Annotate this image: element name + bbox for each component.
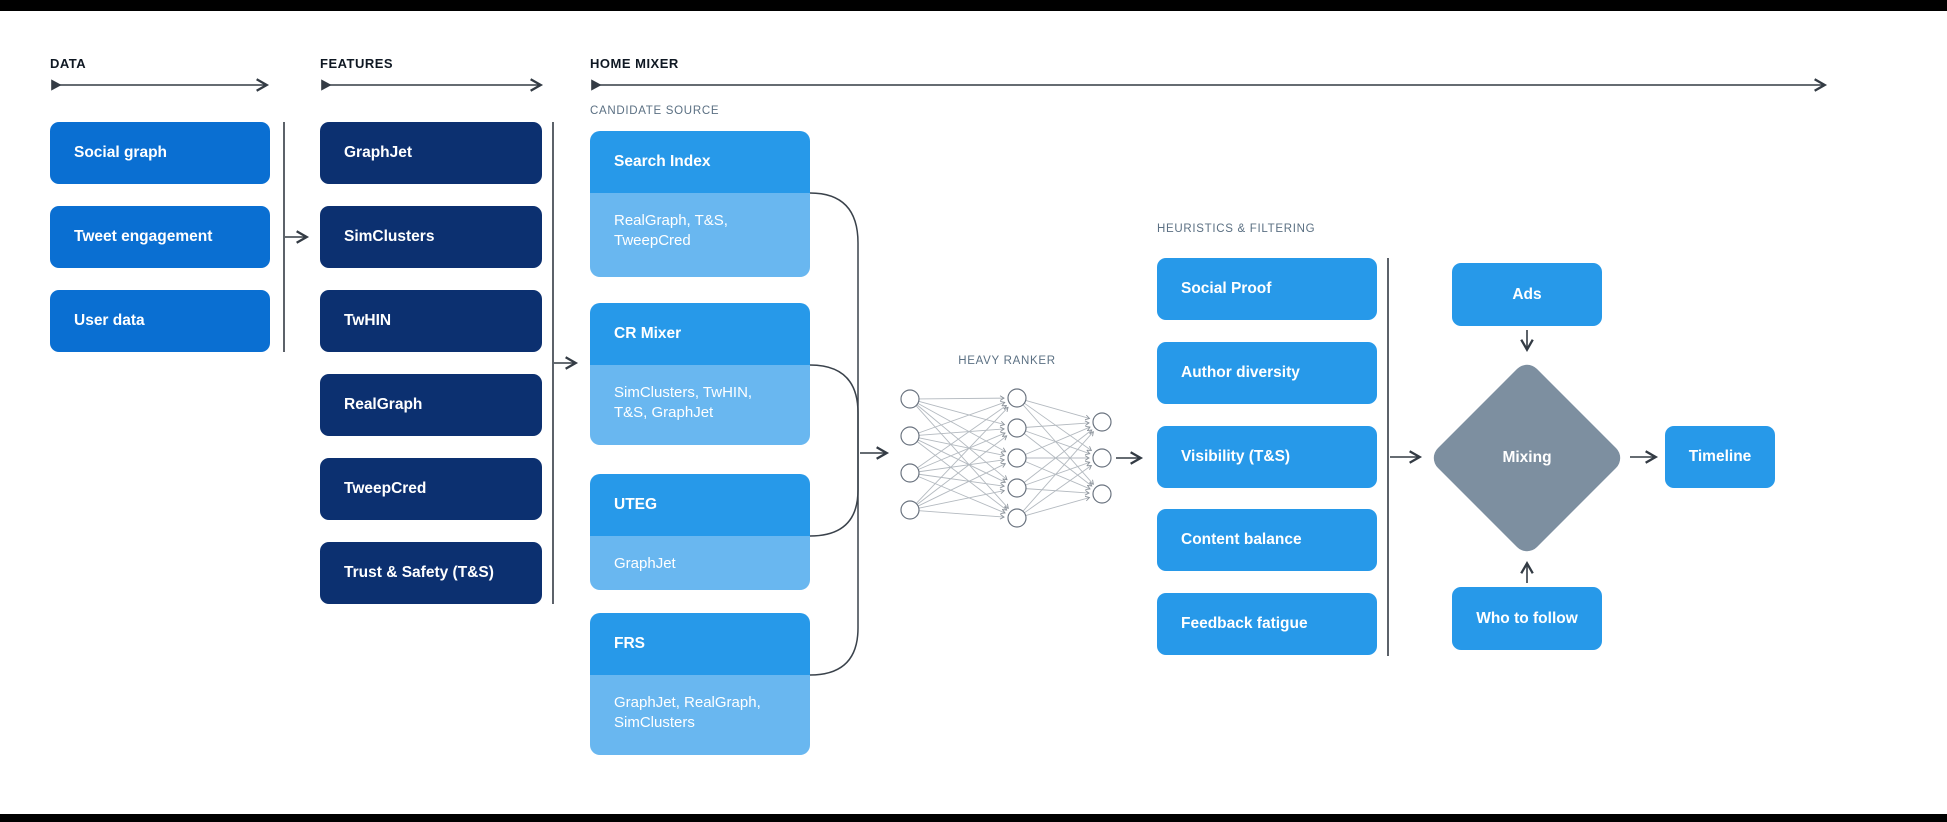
candidate-stack-cr-mixer: CR Mixer SimClusters, TwHIN, T&S, GraphJ… — [590, 303, 810, 445]
box-label: Tweet engagement — [74, 228, 213, 245]
heavy-ranker-label: HEAVY RANKER — [958, 355, 1056, 367]
candidate-title: Search Index — [590, 131, 810, 193]
bottom-black-bar — [0, 814, 1947, 822]
candidate-sources: SimClusters, TwHIN, T&S, GraphJet — [590, 365, 810, 445]
box-label: FRS — [614, 635, 645, 652]
box-label: Social graph — [74, 144, 168, 161]
box-label: Feedback fatigue — [1181, 615, 1308, 632]
data-box-social-graph: Social graph — [50, 122, 270, 184]
filter-box-social-proof: Social Proof — [1157, 258, 1377, 320]
filter-box-content-balance: Content balance — [1157, 509, 1377, 571]
feature-box-trust-safety: Trust & Safety (T&S) — [320, 542, 542, 604]
box-label: Ads — [1512, 285, 1542, 303]
section-header-features: FEATURES — [320, 56, 394, 71]
candidate-sources: GraphJet, RealGraph, SimClusters — [590, 675, 810, 755]
filter-box-feedback-fatigue: Feedback fatigue — [1157, 593, 1377, 655]
ads-box: Ads — [1452, 263, 1602, 326]
mixing-diamond: Mixing — [1428, 359, 1626, 557]
timeline-box: Timeline — [1665, 426, 1775, 488]
candidate-title: UTEG — [590, 474, 810, 536]
candidates-merge-connector — [809, 192, 859, 676]
box-label: Mixing — [1502, 449, 1552, 466]
candidate-title: CR Mixer — [590, 303, 810, 365]
section-header-data: DATA — [50, 56, 87, 71]
filter-box-visibility: Visibility (T&S) — [1157, 426, 1377, 488]
box-label: Search Index — [614, 153, 711, 170]
box-label: SimClusters — [344, 228, 435, 245]
box-label: Author diversity — [1181, 364, 1300, 381]
box-label: Social Proof — [1181, 280, 1272, 297]
box-label: UTEG — [614, 496, 658, 513]
section-header-home-mixer: HOME MIXER — [590, 56, 679, 71]
box-label: RealGraph — [344, 396, 423, 413]
top-black-bar — [0, 0, 1947, 11]
box-label: Who to follow — [1476, 609, 1578, 627]
candidate-source-label: CANDIDATE SOURCE — [590, 105, 720, 117]
feature-box-realgraph: RealGraph — [320, 374, 542, 436]
box-label: TweepCred — [344, 480, 427, 497]
feature-box-tweepcred: TweepCred — [320, 458, 542, 520]
feature-box-twhin: TwHIN — [320, 290, 542, 352]
candidate-sources: RealGraph, T&S, TweepCred — [590, 193, 810, 277]
data-box-tweet-engagement: Tweet engagement — [50, 206, 270, 268]
candidate-stack-uteg: UTEG GraphJet — [590, 474, 810, 590]
box-label: Trust & Safety (T&S) — [344, 564, 494, 581]
who-to-follow-box: Who to follow — [1452, 587, 1602, 650]
box-label: CR Mixer — [614, 325, 682, 342]
filter-box-author-diversity: Author diversity — [1157, 342, 1377, 404]
heuristics-filtering-label: HEURISTICS & FILTERING — [1157, 223, 1316, 235]
box-label: Timeline — [1688, 448, 1752, 465]
box-label: Visibility (T&S) — [1181, 448, 1291, 465]
data-box-user-data: User data — [50, 290, 270, 352]
candidate-stack-frs: FRS GraphJet, RealGraph, SimClusters — [590, 613, 810, 755]
feature-box-simclusters: SimClusters — [320, 206, 542, 268]
box-label: User data — [74, 312, 145, 329]
box-label: Content balance — [1181, 531, 1302, 548]
box-label: GraphJet — [344, 144, 413, 161]
candidate-stack-search-index: Search Index RealGraph, T&S, TweepCred — [590, 131, 810, 277]
candidate-title: FRS — [590, 613, 810, 675]
candidate-sources: GraphJet — [590, 536, 810, 590]
box-label: TwHIN — [344, 312, 392, 329]
feature-box-graphjet: GraphJet — [320, 122, 542, 184]
heavy-ranker-network — [900, 388, 1112, 528]
